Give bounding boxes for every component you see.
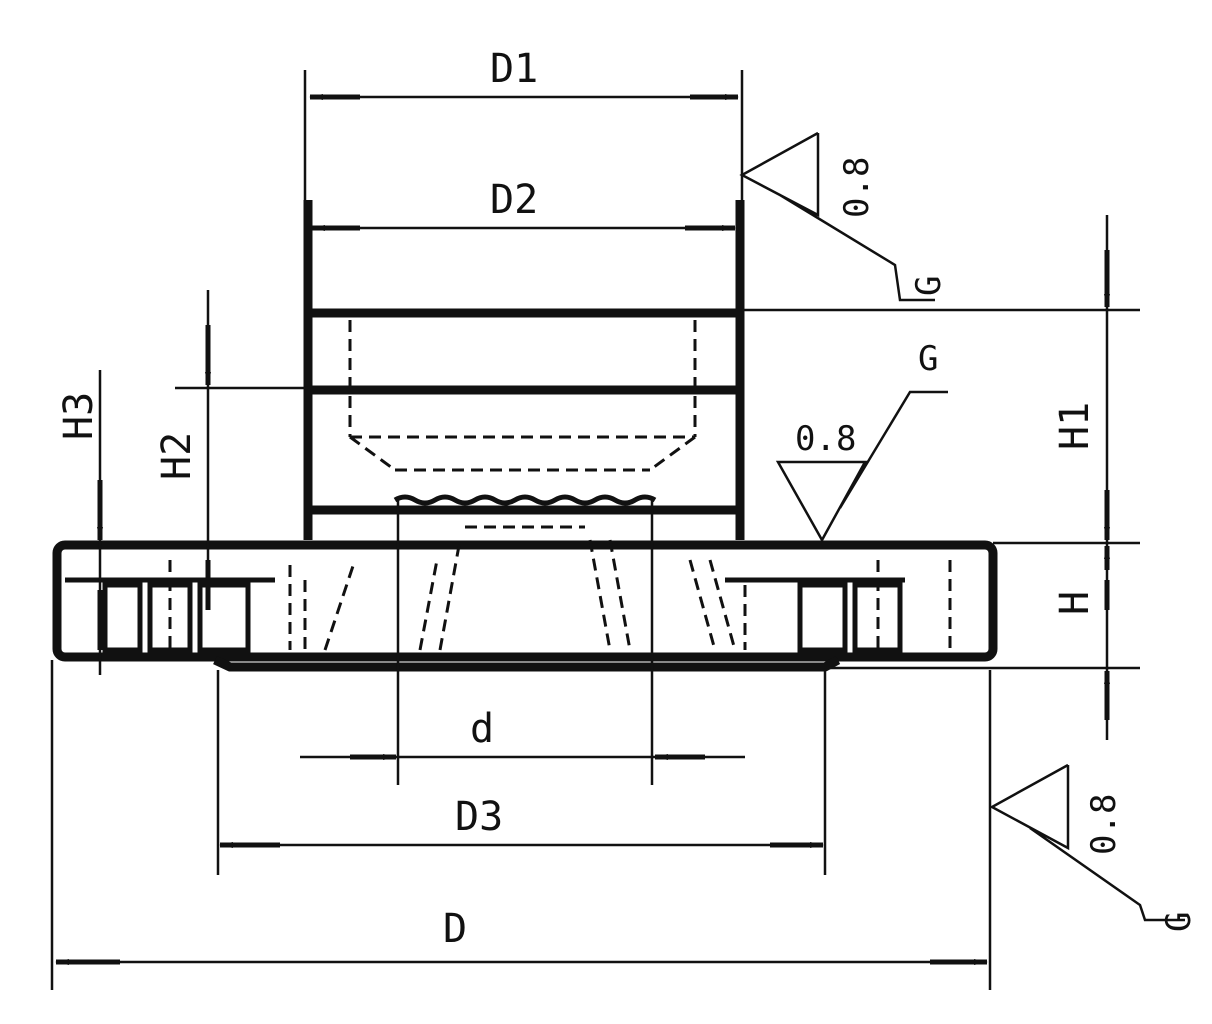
dimension-D2: D2	[311, 177, 736, 231]
dimension-D1: D1	[309, 46, 739, 100]
finish-grade: G	[1159, 912, 1199, 932]
dimension-D: D	[50, 660, 992, 990]
dimension-d: d	[300, 706, 745, 760]
finish-grade: G	[918, 339, 938, 379]
dimension-H1: H1	[1052, 215, 1110, 740]
label-D3: D3	[455, 794, 503, 840]
finish-value: 0.8	[795, 419, 856, 459]
label-H1: H1	[1052, 402, 1098, 450]
label-D2: D2	[490, 177, 538, 223]
dimension-D3: D3	[216, 670, 827, 875]
label-H2: H2	[154, 432, 200, 480]
finish-value: 0.8	[837, 157, 877, 218]
finish-grade: G	[909, 276, 949, 296]
label-D: D	[443, 906, 467, 952]
hub	[175, 70, 1140, 540]
surface-finish-symbol-bottom: 0.8 G	[989, 763, 1199, 932]
dimension-H2: H2	[154, 290, 211, 610]
finish-value: 0.8	[1084, 794, 1124, 855]
label-D1: D1	[490, 46, 538, 92]
label-d: d	[470, 706, 494, 752]
flange-plate	[52, 500, 1140, 785]
label-H3: H3	[56, 392, 102, 440]
label-H: H	[1052, 591, 1098, 615]
surface-finish-symbol-top: 0.8 G	[739, 131, 949, 302]
dimension-H: H	[1052, 545, 1110, 720]
dimension-H3: H3	[56, 370, 103, 675]
surface-finish-symbol-middle: 0.8 G	[775, 339, 948, 543]
